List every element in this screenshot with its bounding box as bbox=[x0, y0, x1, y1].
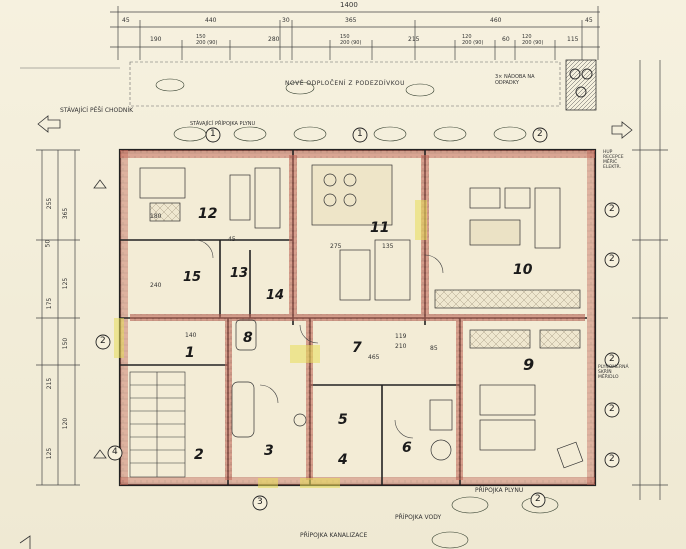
interior-dim-140: 140 bbox=[185, 332, 197, 339]
interior-dim-85: 85 bbox=[430, 345, 438, 352]
top-dim-60: 60 bbox=[502, 36, 510, 43]
window-marker-1a: 1 bbox=[210, 129, 216, 139]
window-marker-2h: 2 bbox=[535, 494, 541, 504]
window-marker-2a: 2 bbox=[537, 129, 543, 139]
top-dim-440: 440 bbox=[205, 17, 217, 24]
window-marker-4: 4 bbox=[112, 447, 118, 457]
left-dim-120: 120 bbox=[62, 417, 70, 430]
room-11-furniture bbox=[311, 164, 411, 301]
top-dimension-lines bbox=[110, 6, 600, 60]
interior-dim-119: 119 bbox=[395, 333, 407, 340]
window-marker-3: 3 bbox=[257, 497, 263, 507]
room-9-furniture bbox=[469, 329, 584, 469]
room-number-7: 7 bbox=[352, 340, 362, 356]
top-dim-45a: 45 bbox=[122, 17, 130, 24]
right-dimension-lines bbox=[632, 60, 668, 500]
left-dim-255: 255 bbox=[46, 197, 54, 210]
window-marker-2b: 2 bbox=[609, 204, 615, 214]
door-swings bbox=[194, 239, 444, 439]
interior-dim-240: 240 bbox=[150, 282, 162, 289]
top-dim-45b: 45 bbox=[585, 17, 593, 24]
interior-dim-275: 275 bbox=[330, 243, 342, 250]
room-number-14: 14 bbox=[266, 288, 285, 303]
left-dim-125: 125 bbox=[62, 277, 70, 290]
interior-dim-45: 45 bbox=[228, 236, 236, 243]
room-number-5: 5 bbox=[338, 412, 348, 428]
room-number-13: 13 bbox=[230, 266, 249, 281]
bathroom-fixtures bbox=[231, 319, 453, 461]
top-dim-150b: 150 200 (90) bbox=[340, 34, 362, 46]
window-marker-1b: 1 bbox=[357, 129, 363, 139]
room-number-11: 11 bbox=[370, 220, 390, 236]
room-number-9: 9 bbox=[523, 355, 535, 374]
interior-dim-180: 180 bbox=[150, 213, 162, 220]
label-gas-connection: PŘÍPOJKA PLYNU bbox=[475, 487, 524, 494]
top-dim-280: 280 bbox=[268, 36, 280, 43]
window-marker-2c: 2 bbox=[609, 254, 615, 264]
room-number-12: 12 bbox=[198, 206, 218, 222]
room-number-2: 2 bbox=[194, 447, 204, 463]
window-marker-2g: 2 bbox=[100, 336, 106, 346]
label-meter-box-right: HUP RECEPCE MĚŘIČ ELEKTR. bbox=[603, 150, 624, 170]
label-meter-box-mid: PLYNOMĚRNÁ SKŘÍŇ MĚŘIDLO bbox=[598, 365, 629, 380]
interior-dim-210: 210 bbox=[395, 343, 407, 350]
top-dim-120a: 120 200 (90) bbox=[462, 34, 484, 46]
room-number-8: 8 bbox=[243, 330, 253, 346]
interior-dim-465: 465 bbox=[368, 354, 380, 361]
top-dim-120b: 120 200 (90) bbox=[522, 34, 544, 46]
left-dim-125b: 125 bbox=[46, 447, 54, 460]
left-dim-175: 175 bbox=[46, 297, 54, 310]
top-dim-190: 190 bbox=[150, 36, 162, 43]
top-dim-30: 30 bbox=[282, 17, 290, 24]
label-water-connection: PŘÍPOJKA VODY bbox=[395, 514, 442, 521]
left-dimension-lines bbox=[36, 149, 80, 486]
room-10-furniture bbox=[434, 187, 581, 309]
room-12-furniture bbox=[139, 167, 281, 229]
label-new-paving: NOVÉ ODPLOČENÍ Z PODEZDÍVKOU bbox=[285, 80, 405, 87]
overall-dimension: 1400 bbox=[340, 1, 358, 9]
top-dim-215: 215 bbox=[408, 36, 420, 43]
fence-line bbox=[20, 59, 597, 111]
label-existing-footpath: STÁVAJÍCÍ PĚŠÍ CHODNÍK bbox=[60, 107, 134, 114]
highlight-marks bbox=[114, 200, 427, 488]
left-dim-50: 50 bbox=[44, 239, 52, 248]
top-dim-150a: 150 200 (90) bbox=[196, 34, 218, 46]
room-number-3: 3 bbox=[264, 443, 274, 459]
window-marker-2e: 2 bbox=[609, 404, 615, 414]
direction-arrows bbox=[19, 115, 633, 549]
left-dim-150: 150 bbox=[62, 337, 70, 350]
label-existing-gas: STÁVAJÍCÍ PŘÍPOJKA PLYNU bbox=[190, 121, 256, 127]
left-dim-365: 365 bbox=[62, 207, 70, 220]
label-waste-bins: 3× NÁDOBA NA ODPADKY bbox=[495, 74, 535, 86]
left-dim-215: 215 bbox=[46, 377, 54, 390]
top-dim-115: 115 bbox=[567, 36, 579, 43]
room-number-10: 10 bbox=[513, 262, 533, 278]
interior-dim-135: 135 bbox=[382, 243, 394, 250]
room-number-15: 15 bbox=[183, 270, 202, 285]
room-number-6: 6 bbox=[402, 440, 412, 456]
room-number-1: 1 bbox=[185, 345, 195, 361]
staircase bbox=[129, 371, 186, 478]
top-dim-460: 460 bbox=[490, 17, 502, 24]
window-marker-circles bbox=[95, 127, 620, 511]
label-sewer-connection: PŘÍPOJKA KANALIZACE bbox=[300, 532, 368, 539]
window-marker-2d: 2 bbox=[609, 354, 615, 364]
room-number-4: 4 bbox=[338, 452, 348, 468]
top-dim-365: 365 bbox=[345, 17, 357, 24]
window-marker-2f: 2 bbox=[609, 454, 615, 464]
